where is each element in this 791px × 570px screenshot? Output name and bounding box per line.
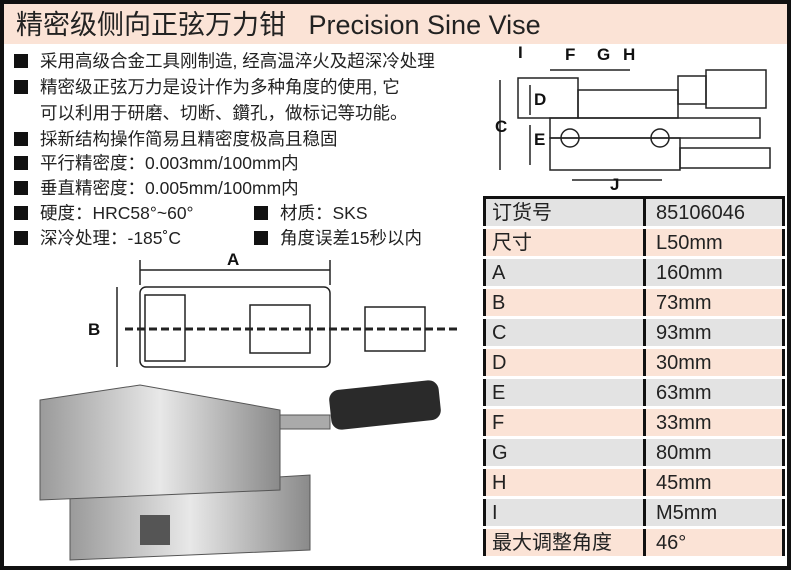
feature-item: 采用高级合金工具刚制造, 经高温淬火及超深冷处理 [14, 48, 435, 74]
spec-key: I [484, 497, 646, 529]
feature-item: 硬度：HRC58°~60° [14, 200, 194, 226]
feature-item: 角度误差15秒以内 [254, 225, 422, 251]
feature-text: 精密级正弦万力是设计作为多种角度的使用, 它 [40, 77, 400, 97]
bullet-icon [14, 156, 28, 170]
feature-item: 可以利用于研磨、切断、鑽孔，做标记等功能。 [14, 100, 408, 126]
bullet-icon [14, 54, 28, 68]
spec-key: H [484, 467, 646, 499]
spec-value: 85106046 [644, 197, 784, 229]
feature-item: 精密级正弦万力是设计作为多种角度的使用, 它 [14, 74, 400, 100]
bullet-icon [14, 80, 28, 94]
bullet-icon [14, 231, 28, 245]
side-view-diagram: I F G H C D E J [495, 43, 771, 194]
spec-value: L50mm [644, 227, 784, 259]
feature-item: 平行精密度：0.003mm/100mm内 [14, 150, 299, 176]
feature-item: 採新结构操作简易且精密度极高且稳固 [14, 126, 338, 152]
bullet-icon [254, 231, 268, 245]
bullet-icon [14, 132, 28, 146]
spec-key: 最大调整角度 [484, 527, 646, 559]
bullet-icon [14, 206, 28, 220]
spec-key: E [484, 377, 646, 409]
dimension-label: H [623, 45, 635, 64]
dimension-label: A [227, 250, 239, 269]
bullet-icon [14, 181, 28, 195]
feature-text: 采用高级合金工具刚制造, 经高温淬火及超深冷处理 [40, 51, 435, 71]
dimension-label: I [518, 43, 523, 62]
top-view-diagram: A B [88, 250, 460, 368]
spec-key: A [484, 257, 646, 289]
feature-text: 垂直精密度：0.005mm/100mm内 [40, 178, 299, 198]
product-photo [39, 380, 441, 561]
spec-value: 33mm [644, 407, 784, 439]
spec-value: 73mm [644, 287, 784, 319]
page-title: 精密级侧向正弦万力钳 Precision Sine Vise [4, 4, 787, 44]
spec-key: 订货号 [484, 197, 646, 229]
dimension-label: E [534, 130, 545, 149]
feature-text: 材质：SKS [280, 203, 368, 223]
spec-value: M5mm [644, 497, 784, 529]
spec-key: 尺寸 [484, 227, 646, 259]
dimension-label: G [597, 45, 610, 64]
spec-value: 45mm [644, 467, 784, 499]
dimension-label: B [88, 320, 100, 339]
spec-value: 160mm [644, 257, 784, 289]
spec-key: G [484, 437, 646, 469]
spec-key: B [484, 287, 646, 319]
dimension-label: C [495, 117, 507, 136]
spec-key: F [484, 407, 646, 439]
dimension-label: J [610, 175, 619, 194]
spec-value: 30mm [644, 347, 784, 379]
spec-key: C [484, 317, 646, 349]
feature-item: 材质：SKS [254, 200, 368, 226]
feature-text: 可以利用于研磨、切断、鑽孔，做标记等功能。 [40, 103, 408, 123]
spec-value: 46° [644, 527, 784, 559]
feature-text: 平行精密度：0.003mm/100mm内 [40, 153, 299, 173]
spec-value: 80mm [644, 437, 784, 469]
feature-item: 垂直精密度：0.005mm/100mm内 [14, 175, 299, 201]
feature-text: 角度误差15秒以内 [280, 228, 422, 248]
spec-value: 63mm [644, 377, 784, 409]
feature-text: 硬度：HRC58°~60° [40, 203, 194, 223]
dimension-label: D [534, 90, 546, 109]
bullet-icon [254, 206, 268, 220]
feature-text: 深冷处理：-185˚C [40, 228, 181, 248]
feature-text: 採新结构操作简易且精密度极高且稳固 [40, 129, 338, 149]
dimension-label: F [565, 45, 575, 64]
spec-value: 93mm [644, 317, 784, 349]
spec-key: D [484, 347, 646, 379]
feature-item: 深冷处理：-185˚C [14, 225, 181, 251]
